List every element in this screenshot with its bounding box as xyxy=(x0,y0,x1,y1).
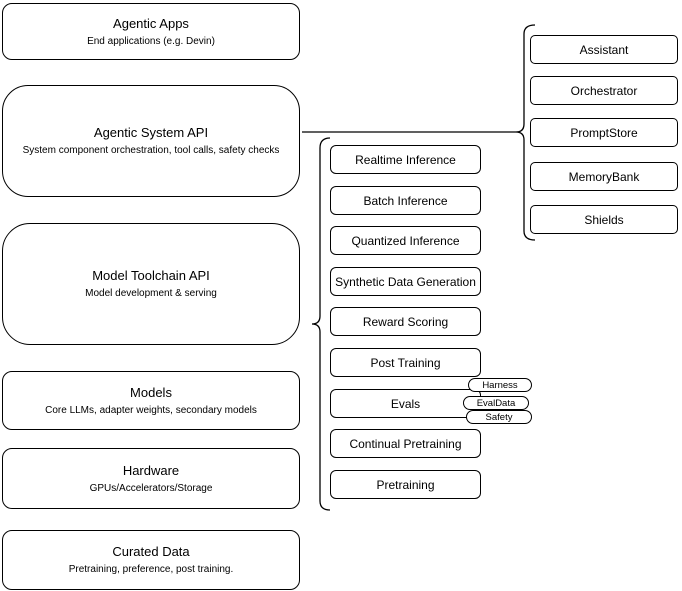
layer-subtitle: Model development & serving xyxy=(85,288,217,299)
component-label: Assistant xyxy=(579,42,629,57)
service-label: Synthetic Data Generation xyxy=(335,274,476,289)
layer-title: Models xyxy=(130,384,172,400)
pill-label: EvalData xyxy=(476,397,516,409)
service-box-batch-inference: Batch Inference xyxy=(330,186,481,215)
toolchain-brace xyxy=(311,137,331,511)
component-box-promptstore: PromptStore xyxy=(530,118,678,147)
layer-title: Curated Data xyxy=(112,544,190,559)
layer-box-agentic-system-api: Agentic System API System component orch… xyxy=(2,85,300,197)
layer-subtitle: Pretraining, preference, post training. xyxy=(68,564,234,575)
service-label: Pretraining xyxy=(376,477,435,492)
evals-tag-harness: Harness xyxy=(468,378,532,392)
pill-label: Safety xyxy=(485,411,513,423)
service-box-post-training: Post Training xyxy=(330,348,481,377)
layer-subtitle: Core LLMs, adapter weights, secondary mo… xyxy=(45,404,257,416)
pill-label: Harness xyxy=(482,379,518,391)
service-label: Batch Inference xyxy=(363,193,448,208)
component-box-memorybank: MemoryBank xyxy=(530,162,678,191)
evals-tag-evaldata: EvalData xyxy=(463,396,529,410)
component-label: Orchestrator xyxy=(570,83,638,98)
layer-subtitle: System component orchestration, tool cal… xyxy=(22,145,280,156)
component-box-orchestrator: Orchestrator xyxy=(530,76,678,105)
layer-title: Model Toolchain API xyxy=(92,268,210,283)
service-box-quantized-inference: Quantized Inference xyxy=(330,226,481,255)
service-label: Reward Scoring xyxy=(362,314,449,329)
component-box-assistant: Assistant xyxy=(530,35,678,64)
service-box-continual-pretraining: Continual Pretraining xyxy=(330,429,481,458)
layer-box-model-toolchain-api: Model Toolchain API Model development & … xyxy=(2,223,300,345)
evals-tag-safety: Safety xyxy=(466,410,532,424)
service-box-pretraining: Pretraining xyxy=(330,470,481,499)
layer-subtitle: End applications (e.g. Devin) xyxy=(87,35,215,47)
service-label: Continual Pretraining xyxy=(349,436,462,451)
service-label: Realtime Inference xyxy=(355,152,456,167)
layer-title: Hardware xyxy=(122,462,180,478)
layer-box-agentic-apps: Agentic Apps End applications (e.g. Devi… xyxy=(2,3,300,60)
layer-box-models: Models Core LLMs, adapter weights, secon… xyxy=(2,371,300,430)
layer-subtitle: GPUs/Accelerators/Storage xyxy=(89,482,213,494)
service-label: Post Training xyxy=(370,355,441,370)
service-label: Quantized Inference xyxy=(351,233,460,248)
component-label: PromptStore xyxy=(570,125,638,140)
component-label: Shields xyxy=(584,212,624,227)
layer-box-hardware: Hardware GPUs/Accelerators/Storage xyxy=(2,448,300,509)
service-box-realtime-inference: Realtime Inference xyxy=(330,145,481,174)
layer-title: Agentic Apps xyxy=(113,15,189,31)
service-box-reward-scoring: Reward Scoring xyxy=(330,307,481,336)
layer-box-curated-data: Curated Data Pretraining, preference, po… xyxy=(2,530,300,590)
service-box-evals: Evals xyxy=(330,389,481,418)
service-label: Evals xyxy=(390,396,421,411)
component-box-shields: Shields xyxy=(530,205,678,234)
service-box-synthetic-data-generation: Synthetic Data Generation xyxy=(330,267,481,296)
component-label: MemoryBank xyxy=(568,169,640,184)
layer-title: Agentic System API xyxy=(93,125,209,140)
